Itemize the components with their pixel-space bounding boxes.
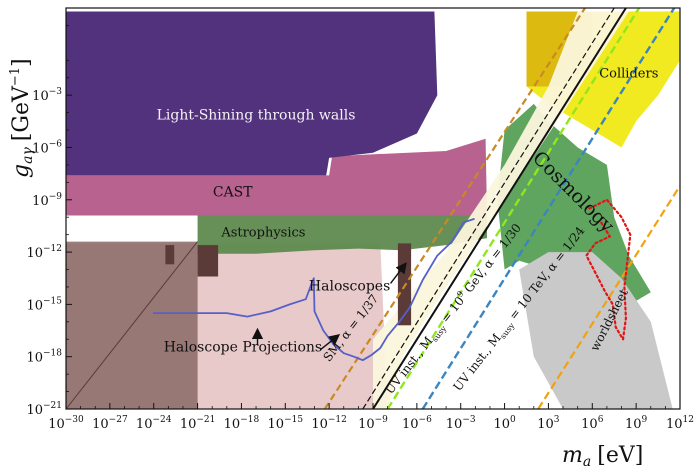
region-cast xyxy=(66,138,487,216)
x-tick-label: 10−18 xyxy=(224,415,260,432)
y-tick-label: 10−6 xyxy=(32,140,62,157)
line-sm xyxy=(323,8,586,409)
x-tick-label: 100 xyxy=(493,415,516,432)
region-astrophysics xyxy=(197,215,487,254)
x-tick-label: 10−15 xyxy=(268,415,304,432)
x-tick-label: 1012 xyxy=(666,415,694,432)
line-uv2 xyxy=(386,8,641,409)
y-tick-label: 10−9 xyxy=(32,192,62,209)
label-light-shining-through-walls: Light-Shining through walls xyxy=(157,108,356,124)
astro-spike-1 xyxy=(165,245,175,265)
line-uv3 xyxy=(421,8,676,409)
arrow-projections-right xyxy=(319,334,341,351)
x-axis-ticks: 10−30 10−27 10−24 10−21 10−18 10−15 10−12 10−9 1… xyxy=(48,403,694,432)
curve-worldsheet xyxy=(585,198,632,341)
y-tick-label: 10−21 xyxy=(26,401,62,418)
x-tick-label: 10−27 xyxy=(92,415,128,432)
curve-haloscope-projection-curve xyxy=(152,218,475,362)
x-axis-title: ma[eV] xyxy=(562,443,643,470)
sensitivity-curves xyxy=(152,198,632,362)
label-haloscope-projections: Haloscope Projections xyxy=(164,340,322,356)
label-cast: CAST xyxy=(213,184,253,200)
line-uv1 xyxy=(362,8,615,409)
line-astro-low-diag xyxy=(66,241,198,409)
x-tick-label: 103 xyxy=(537,415,560,432)
y-axis-title: gaγ[GeV−1] xyxy=(8,58,36,178)
y-tick-label: 10−12 xyxy=(26,244,62,261)
label-haloscopes: Haloscopes xyxy=(309,278,390,294)
x-tick-label: 10−3 xyxy=(446,415,476,432)
x-tick-label: 10−24 xyxy=(136,415,172,432)
y-tick-label: 10−18 xyxy=(26,349,62,366)
region-light-shining-through-walls xyxy=(66,11,438,176)
x-tick-label: 10−6 xyxy=(402,415,432,432)
line-uv1-solid xyxy=(372,8,627,409)
astro-spike-2 xyxy=(197,245,219,277)
arrow-haloscopes xyxy=(389,262,407,284)
x-tick-label: 109 xyxy=(625,415,648,432)
label-colliders: Colliders xyxy=(599,67,658,82)
x-tick-label: 10−21 xyxy=(180,415,216,432)
x-tick-label: 10−30 xyxy=(48,415,84,432)
y-tick-label: 10−3 xyxy=(32,87,62,104)
y-axis-ticks: 10−21 10−18 10−15 10−12 10−9 10−6 10−3 xyxy=(26,7,72,418)
x-tick-label: 10−12 xyxy=(311,415,347,432)
x-tick-label: 106 xyxy=(581,415,604,432)
exclusion-regions xyxy=(66,11,680,409)
label-astrophysics: Astrophysics xyxy=(220,225,305,240)
y-tick-label: 10−15 xyxy=(26,296,62,313)
region-grey-bounds xyxy=(519,252,673,409)
x-tick-label: 10−9 xyxy=(358,415,388,432)
